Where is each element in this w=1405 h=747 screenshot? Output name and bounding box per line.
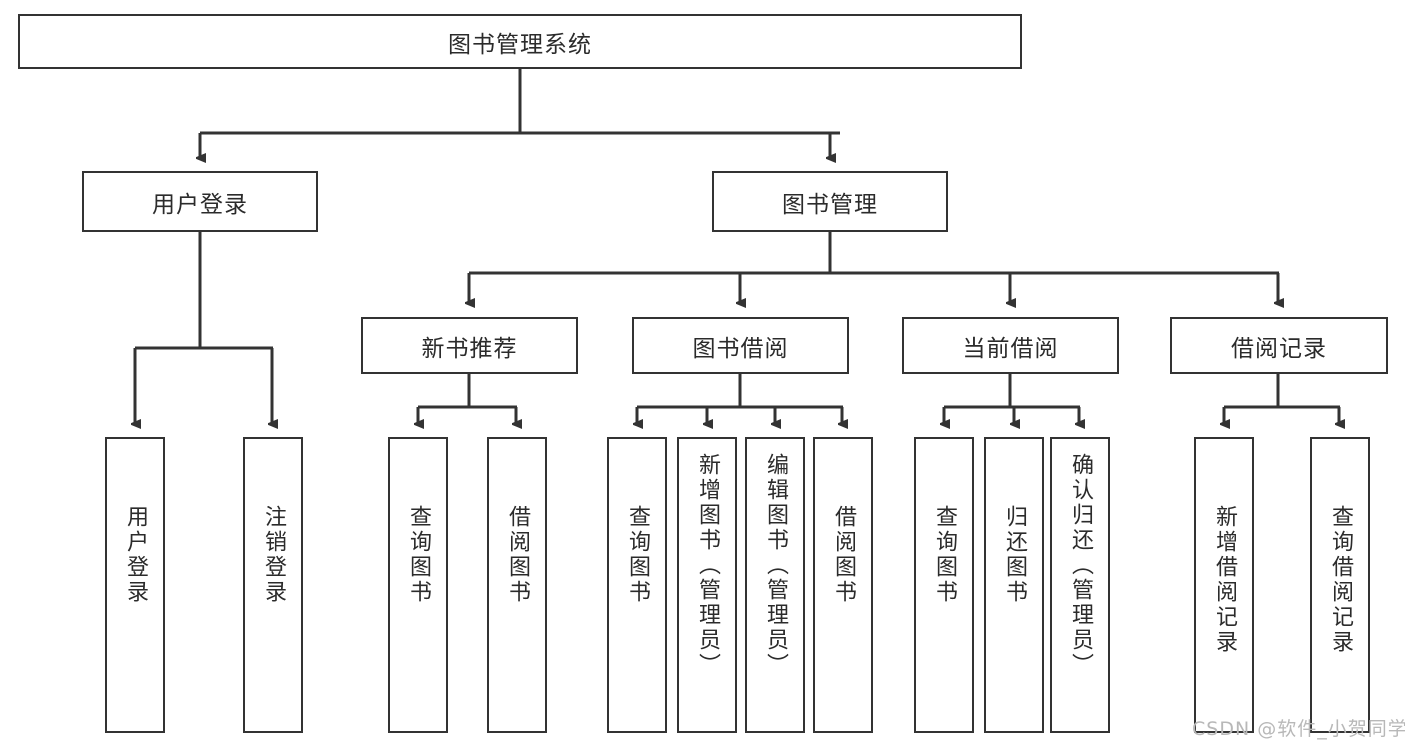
edge-newbook-to-leaves	[418, 374, 517, 424]
edge-root-to-level2	[200, 69, 840, 158]
node-leaf-add-record[interactable]: 新增借阅记录	[1194, 437, 1254, 733]
node-leaf-query-book-borrow-label: 查询图书	[625, 505, 650, 605]
node-leaf-query-record-label: 查询借阅记录	[1328, 505, 1353, 655]
node-leaf-return-book-label: 归还图书	[1002, 505, 1027, 605]
node-leaf-borrow-book-recommend[interactable]: 借阅图书	[487, 437, 547, 733]
node-leaf-edit-book-label: 编辑图书（管理员）	[763, 453, 788, 678]
edge-currentborrow-to-leaves	[944, 374, 1080, 424]
node-leaf-confirm-return[interactable]: 确认归还（管理员）	[1050, 437, 1110, 733]
csdn-watermark-text: CSDN @软件_小贺同学	[1192, 718, 1405, 740]
node-leaf-query-book-borrow[interactable]: 查询图书	[607, 437, 667, 733]
edge-bookborrow-to-leaves	[637, 374, 843, 424]
node-leaf-confirm-return-label: 确认归还（管理员）	[1068, 453, 1093, 678]
node-leaf-user-login[interactable]: 用户登录	[105, 437, 165, 733]
edge-borrowrecord-to-leaves	[1224, 374, 1340, 424]
node-user-login[interactable]: 用户登录	[82, 171, 318, 232]
node-leaf-borrow-book[interactable]: 借阅图书	[813, 437, 873, 733]
edge-userlogin-to-leaves	[135, 232, 273, 424]
node-leaf-add-record-label: 新增借阅记录	[1212, 505, 1237, 655]
node-root-label: 图书管理系统	[448, 31, 592, 58]
node-leaf-logout-label: 注销登录	[261, 505, 286, 605]
node-leaf-query-book-recommend-label: 查询图书	[406, 505, 431, 605]
node-leaf-query-book-current-label: 查询图书	[932, 505, 957, 605]
node-book-management-label: 图书管理	[782, 191, 878, 218]
node-new-book-recommend-label: 新书推荐	[421, 335, 518, 362]
node-borrow-record-label: 借阅记录	[1231, 335, 1327, 362]
node-leaf-query-book-recommend[interactable]: 查询图书	[388, 437, 448, 733]
node-leaf-edit-book[interactable]: 编辑图书（管理员）	[745, 437, 805, 733]
node-leaf-query-book-current[interactable]: 查询图书	[914, 437, 974, 733]
node-book-borrow[interactable]: 图书借阅	[632, 317, 849, 374]
node-user-login-label: 用户登录	[152, 191, 248, 218]
edge-bookmanagement-to-level3	[469, 232, 1279, 303]
node-book-borrow-label: 图书借阅	[692, 335, 789, 362]
node-current-borrow[interactable]: 当前借阅	[902, 317, 1119, 374]
node-leaf-query-record[interactable]: 查询借阅记录	[1310, 437, 1370, 733]
node-borrow-record[interactable]: 借阅记录	[1170, 317, 1388, 374]
node-root[interactable]: 图书管理系统	[18, 14, 1022, 69]
node-leaf-borrow-book-label: 借阅图书	[831, 505, 856, 605]
node-leaf-add-book-label: 新增图书（管理员）	[695, 453, 720, 678]
node-new-book-recommend[interactable]: 新书推荐	[361, 317, 578, 374]
node-leaf-borrow-book-recommend-label: 借阅图书	[505, 505, 530, 605]
node-leaf-return-book[interactable]: 归还图书	[984, 437, 1044, 733]
node-leaf-logout[interactable]: 注销登录	[243, 437, 303, 733]
node-leaf-add-book[interactable]: 新增图书（管理员）	[677, 437, 737, 733]
node-book-management[interactable]: 图书管理	[712, 171, 948, 232]
csdn-watermark: CSDN @软件_小贺同学	[1192, 714, 1405, 741]
node-current-borrow-label: 当前借阅	[962, 335, 1059, 362]
node-leaf-user-login-label: 用户登录	[123, 505, 148, 605]
